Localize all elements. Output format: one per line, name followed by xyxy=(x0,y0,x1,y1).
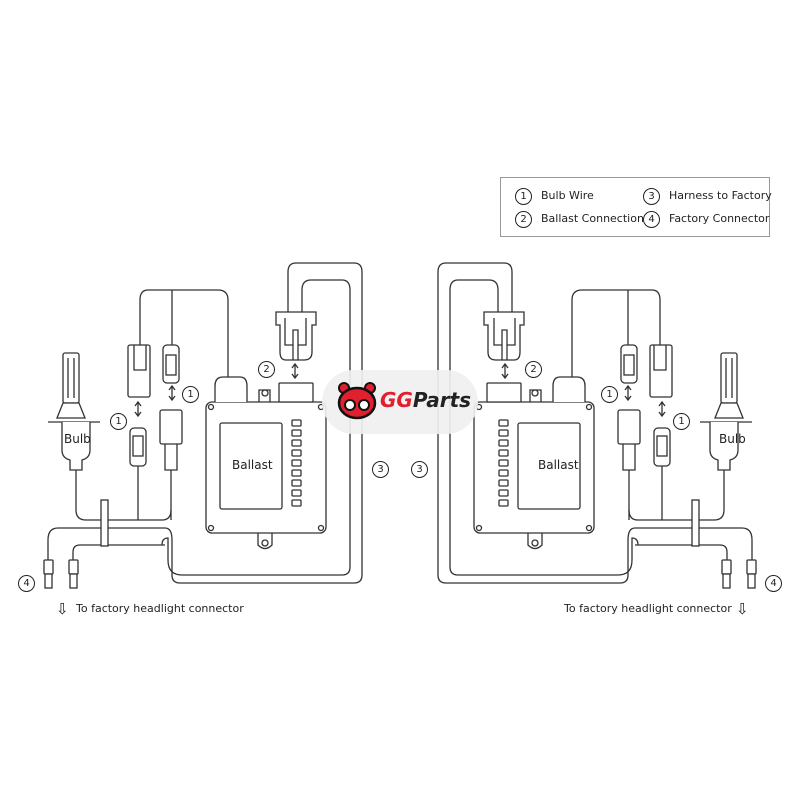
left-wiring xyxy=(43,262,363,589)
right-ballast-label: Ballast xyxy=(538,458,579,472)
left-callout-1a: 1 xyxy=(110,413,127,430)
right-callout-1a: 1 xyxy=(673,413,690,430)
right-down-arrow-icon: ⇩ xyxy=(736,600,749,618)
legend-num-4: 4 xyxy=(643,211,660,228)
left-ballast-label: Ballast xyxy=(232,458,273,472)
right-callout-3: 3 xyxy=(411,461,428,478)
left-callout-3: 3 xyxy=(372,461,389,478)
right-factory-label: To factory headlight connector xyxy=(564,602,732,615)
right-wiring xyxy=(437,262,757,589)
legend-num-1: 1 xyxy=(515,188,532,205)
ggparts-logo: GGParts xyxy=(322,370,478,434)
legend-num-3: 3 xyxy=(643,188,660,205)
left-callout-2: 2 xyxy=(258,361,275,378)
legend: 1 Bulb Wire 2 Ballast Connection 3 Harne… xyxy=(500,177,772,237)
mascot-icon xyxy=(337,382,377,420)
legend-bulb-wire: Bulb Wire xyxy=(541,189,594,202)
left-callout-1b: 1 xyxy=(182,386,199,403)
logo-text: GGParts xyxy=(380,388,471,412)
right-callout-1b: 1 xyxy=(601,386,618,403)
legend-harness: Harness to Factory xyxy=(669,189,772,202)
left-callout-4: 4 xyxy=(18,575,35,592)
right-callout-2: 2 xyxy=(525,361,542,378)
logo-parts: Parts xyxy=(412,388,472,412)
right-bulb-label: Bulb xyxy=(719,432,746,446)
legend-ballast-connection: Ballast Connection xyxy=(541,212,644,225)
left-bulb-label: Bulb xyxy=(64,432,91,446)
legend-factory-connector: Factory Connector xyxy=(669,212,770,225)
right-callout-4: 4 xyxy=(765,575,782,592)
legend-num-2: 2 xyxy=(515,211,532,228)
left-factory-label: To factory headlight connector xyxy=(76,602,244,615)
logo-gg: GG xyxy=(380,388,413,412)
left-down-arrow-icon: ⇩ xyxy=(56,600,69,618)
